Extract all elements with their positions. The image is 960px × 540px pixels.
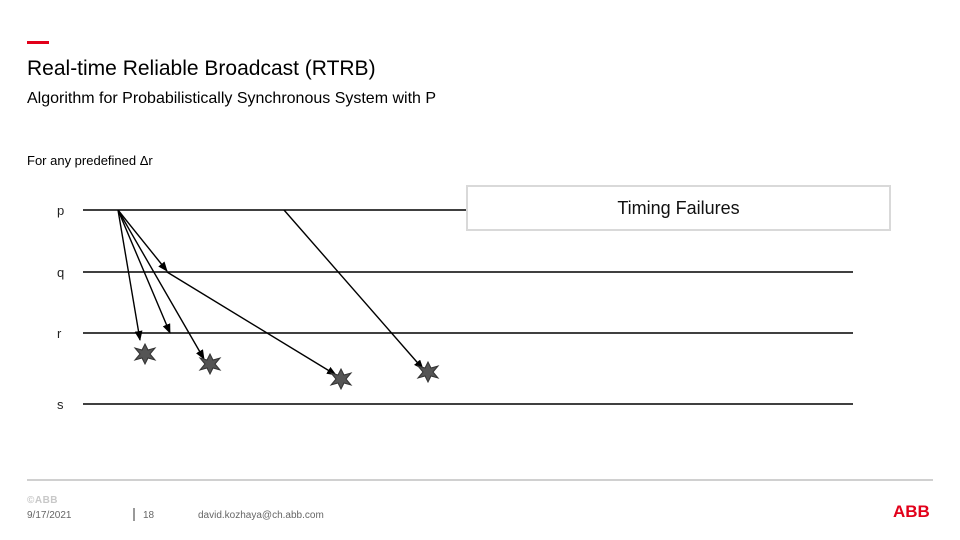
legend-label: Timing Failures xyxy=(617,197,740,218)
legend-box: Timing Failures xyxy=(466,185,891,231)
abb-logo: ABB xyxy=(893,502,930,521)
timing-failure-icon xyxy=(133,342,157,366)
process-label-r: r xyxy=(57,326,62,341)
timing-failure-icon xyxy=(198,352,222,376)
lead-text: For any predefined Δr xyxy=(27,153,153,168)
message-arrow-p-q xyxy=(117,209,168,272)
footer-page-number: 18 xyxy=(143,510,155,521)
message-arrow-q-s xyxy=(166,271,337,376)
slide-subtitle: Algorithm for Probabilistically Synchron… xyxy=(27,90,437,107)
timing-failure-icon xyxy=(416,360,440,384)
footer-copyright: ©ABB xyxy=(27,495,59,506)
process-label-q: q xyxy=(57,265,65,280)
footer-email: david.kozhaya@ch.abb.com xyxy=(198,510,324,521)
slide-title: Real-time Reliable Broadcast (RTRB) xyxy=(27,57,376,80)
footer-date: 9/17/2021 xyxy=(27,510,72,521)
footer-separator xyxy=(133,508,135,521)
timing-failure-icon xyxy=(329,367,353,391)
process-label-p: p xyxy=(57,203,65,218)
message-arrow-p-s xyxy=(117,209,205,360)
process-label-s: s xyxy=(57,397,64,412)
footer-divider-line xyxy=(27,479,933,481)
message-arrow-p2-s xyxy=(283,209,424,370)
message-arrow-p-r-late xyxy=(117,209,143,341)
message-arrow-p-r xyxy=(117,209,171,334)
accent-bar xyxy=(27,41,49,44)
